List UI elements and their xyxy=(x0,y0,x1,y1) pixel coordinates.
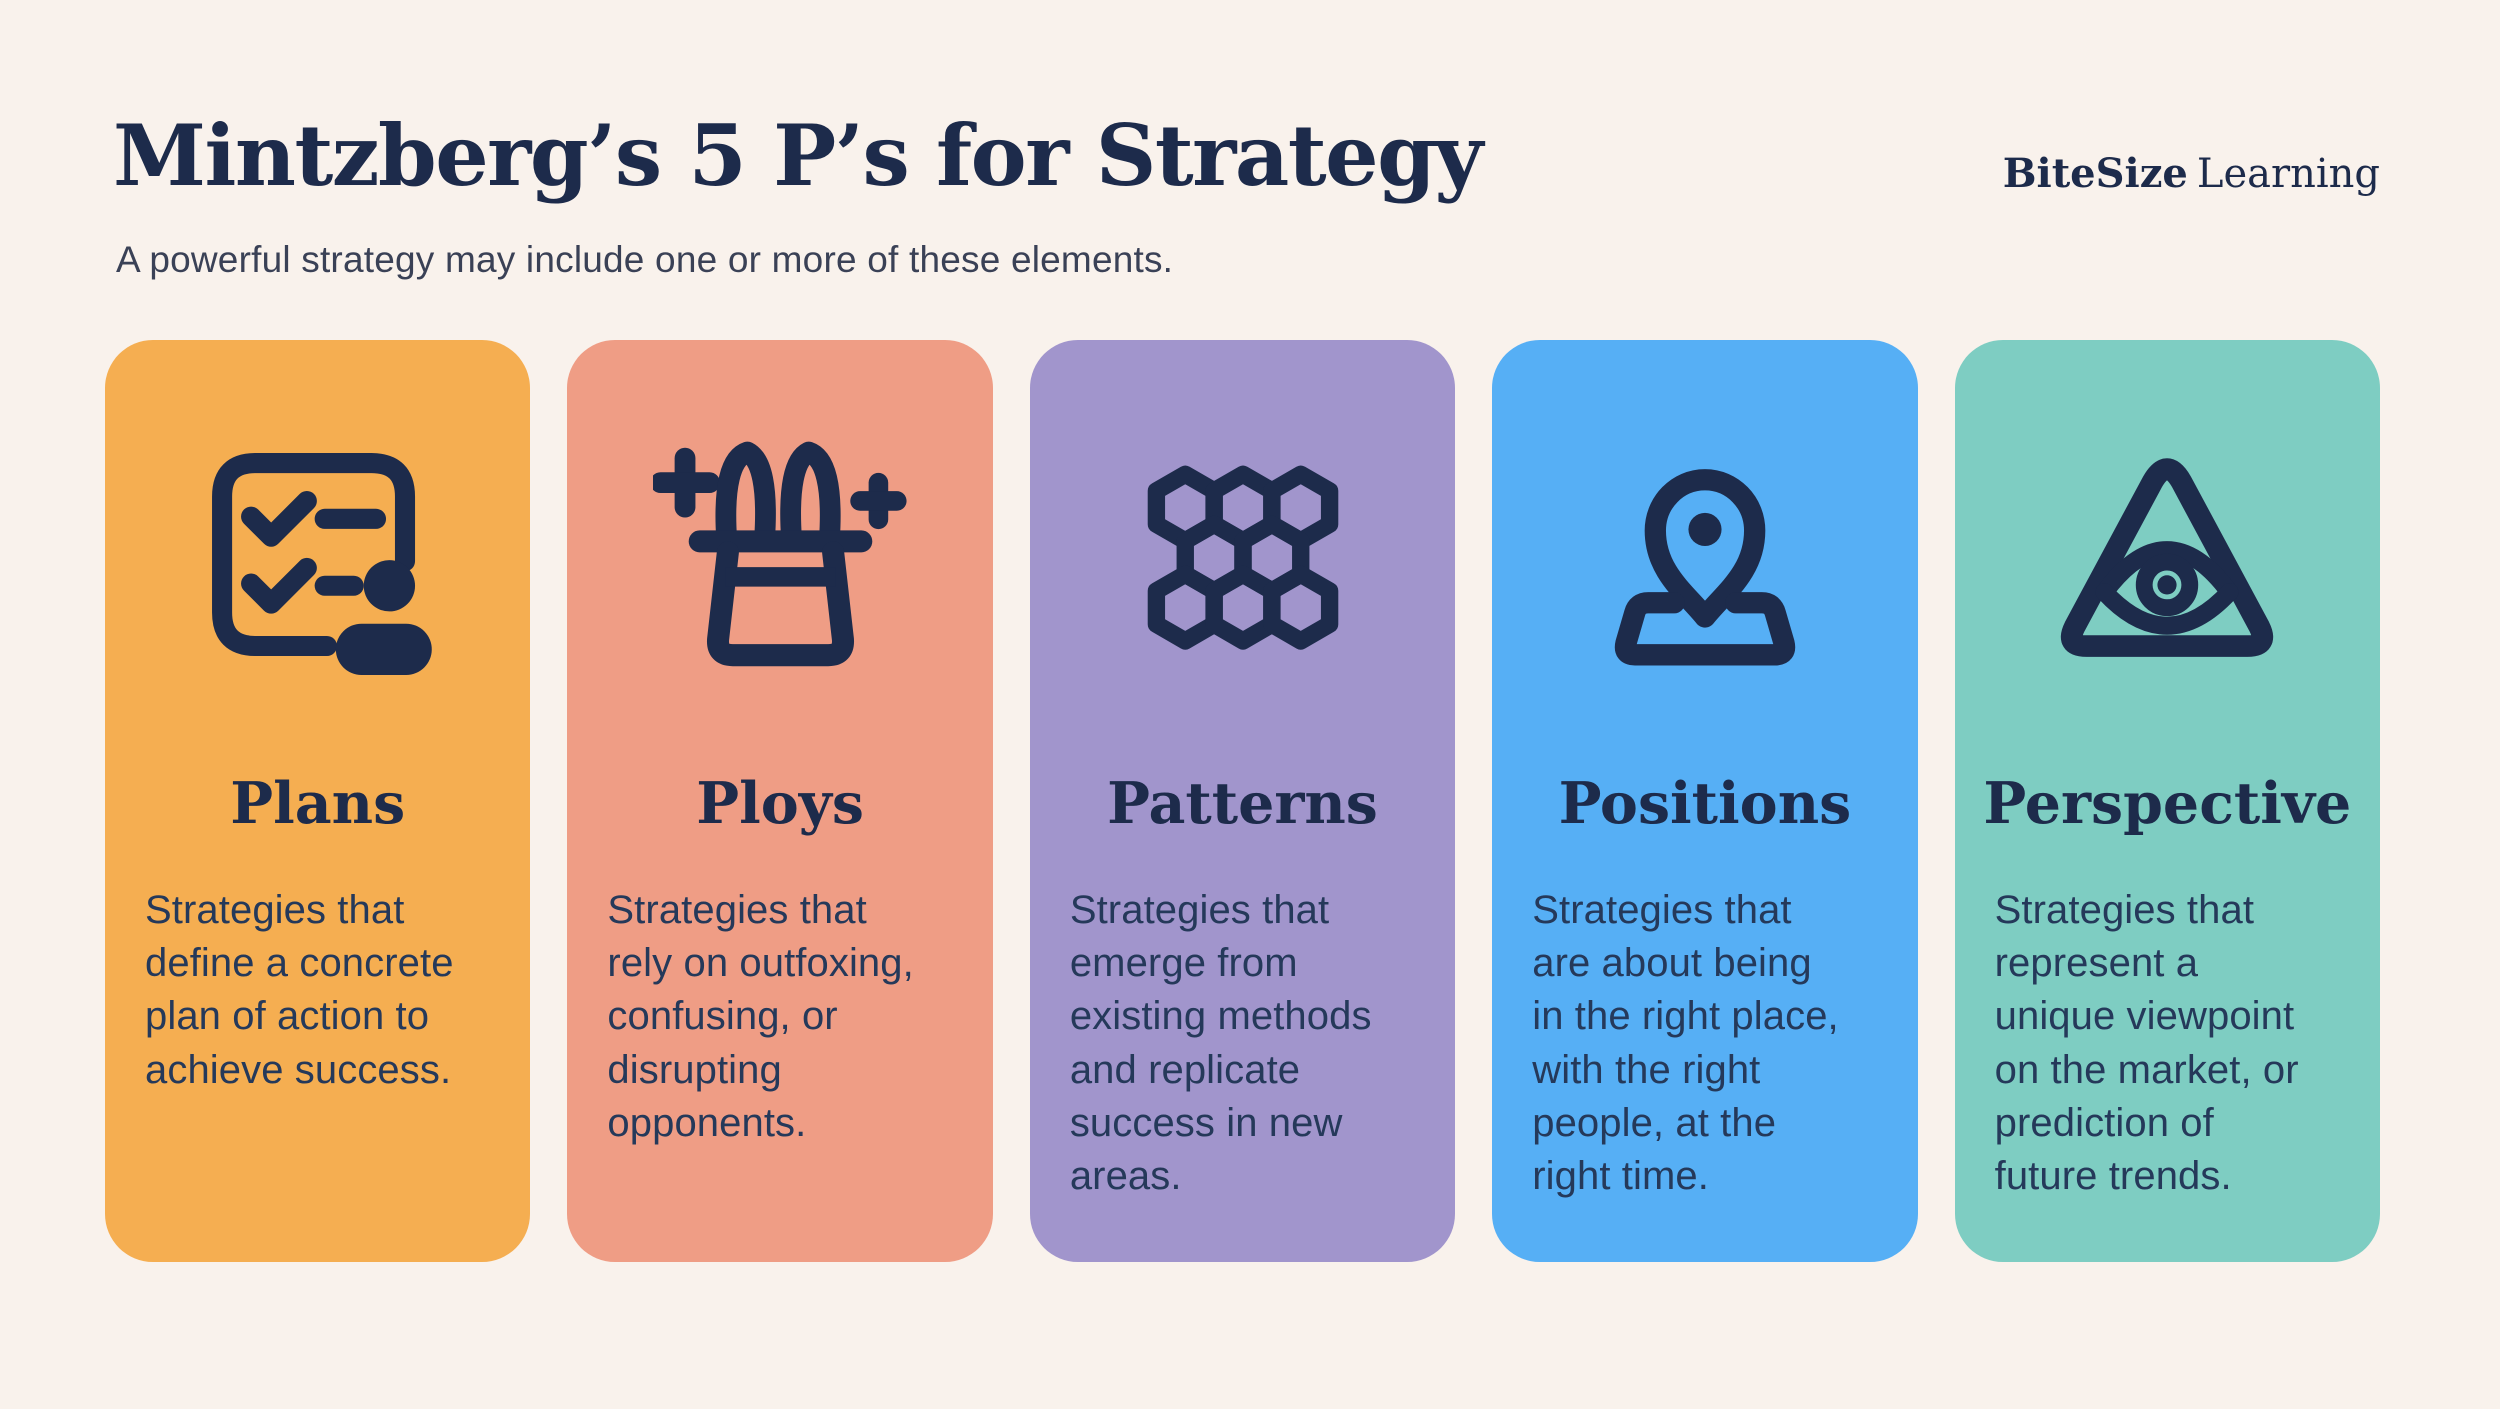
card-description: Strategies that emerge from existing met… xyxy=(1069,887,1372,1198)
page-title: Mintzberg’s 5 P’s for Strategy xyxy=(113,106,1483,205)
card-patterns: Patterns Strategies that emerge from exi… xyxy=(1029,339,1456,1262)
card-description: Strategies that represent a unique viewp… xyxy=(1994,887,2299,1198)
card-title: Ploys xyxy=(696,769,864,837)
map-pin-icon xyxy=(1492,439,1917,679)
card-positions: Positions Strategies that are about bein… xyxy=(1492,339,1918,1262)
logo-bold-text: BiteSize xyxy=(2002,150,2188,197)
checklist-person-icon xyxy=(105,439,530,679)
card-title: Perspective xyxy=(1983,769,2352,837)
eye-pyramid-icon xyxy=(1955,439,2380,679)
card-perspective: Perspective Strategies that represent a … xyxy=(1954,339,2381,1262)
honeycomb-icon xyxy=(1030,439,1455,679)
title-block: Mintzberg’s 5 P’s for Strategy A powerfu… xyxy=(113,106,1483,281)
logo-light-text: Learning xyxy=(2196,151,2380,197)
card-title: Positions xyxy=(1558,769,1852,837)
card-ploys: Ploys Strategies that rely on outfoxing,… xyxy=(567,339,993,1262)
header: Mintzberg’s 5 P’s for Strategy A powerfu… xyxy=(0,0,2500,281)
card-title: Patterns xyxy=(1107,769,1378,837)
page-subtitle: A powerful strategy may include one or m… xyxy=(116,238,1174,280)
card-description: Strategies that are about being in the r… xyxy=(1532,887,1839,1198)
magician-hat-icon xyxy=(567,439,992,679)
card-description: Strategies that rely on outfoxing, confu… xyxy=(607,887,914,1145)
cards-row: Plans Strategies that define a concrete … xyxy=(0,281,2500,1262)
card-plans: Plans Strategies that define a concrete … xyxy=(105,339,531,1262)
card-description: Strategies that define a concrete plan o… xyxy=(145,887,454,1092)
card-title: Plans xyxy=(230,769,406,837)
